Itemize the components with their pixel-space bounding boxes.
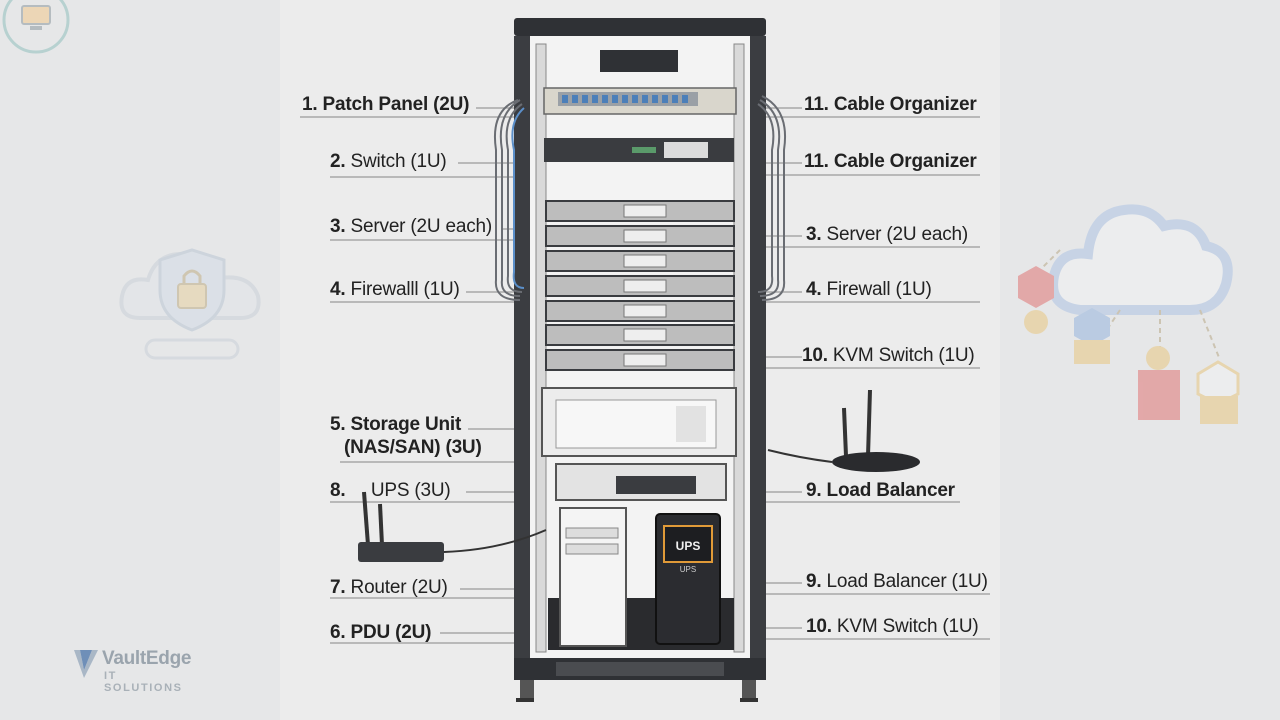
storage-unit <box>541 387 737 457</box>
label-firewall-right: 4. Firewall (1U) <box>806 279 932 300</box>
label-kvm-switch-2: 10. KVM Switch (1U) <box>806 616 979 637</box>
label-ups: 8. UPS (3U) <box>330 480 451 501</box>
label-load-balancer-2: 9. Load Balancer (1U) <box>806 571 988 592</box>
label-firewall-left: 4. Firewalll (1U) <box>330 279 460 300</box>
vaultedge-logo-icon <box>74 650 98 678</box>
network-switch <box>544 138 734 162</box>
label-kvm-switch-1: 10. KVM Switch (1U) <box>802 345 975 366</box>
label-switch: 2. Switch (1U) <box>330 151 447 172</box>
router-left <box>358 491 547 562</box>
label-storage-unit: 5. Storage Unit <box>330 414 462 435</box>
label-patch-panel: 1. Patch Panel (2U) <box>302 94 470 115</box>
ups-badge-small: UPS <box>680 565 696 574</box>
monitor-icon <box>2 0 70 54</box>
right-background-panel <box>1000 0 1280 720</box>
server-faceplates <box>623 204 667 367</box>
router-right <box>767 389 920 472</box>
logo-name: VaultEdge <box>102 648 192 669</box>
left-background-panel <box>0 0 280 720</box>
logo-subtitle: IT SOLUTIONS <box>104 670 183 694</box>
label-storage-unit-sub: (NAS/SAN) (3U) <box>344 437 482 458</box>
label-cable-organizer-2: 11. Cable Organizer <box>804 151 977 172</box>
label-router: 7. Router (2U) <box>330 577 448 598</box>
cable-bundle-left <box>494 99 525 301</box>
patch-panel <box>543 87 737 115</box>
ups-tower: UPS UPS <box>655 513 721 645</box>
load-balancer-unit <box>555 463 727 501</box>
pdu-tower <box>559 507 627 647</box>
cloud-network-icon <box>1018 204 1240 424</box>
label-load-balancer-1: 9. Load Balancer <box>806 480 955 501</box>
leader-lines-left <box>300 107 540 644</box>
top-panel <box>600 50 678 72</box>
label-server-right: 3. Server (2U each) <box>806 224 969 245</box>
label-pdu: 6. PDU (2U) <box>330 622 432 643</box>
cable-bundle-right <box>757 95 786 301</box>
ups-badge: UPS <box>676 539 701 553</box>
label-server-left: 3. Server (2U each) <box>330 216 493 237</box>
label-cable-organizer-1: 11. Cable Organizer <box>804 94 977 115</box>
cloud-lock-icon <box>119 248 261 360</box>
